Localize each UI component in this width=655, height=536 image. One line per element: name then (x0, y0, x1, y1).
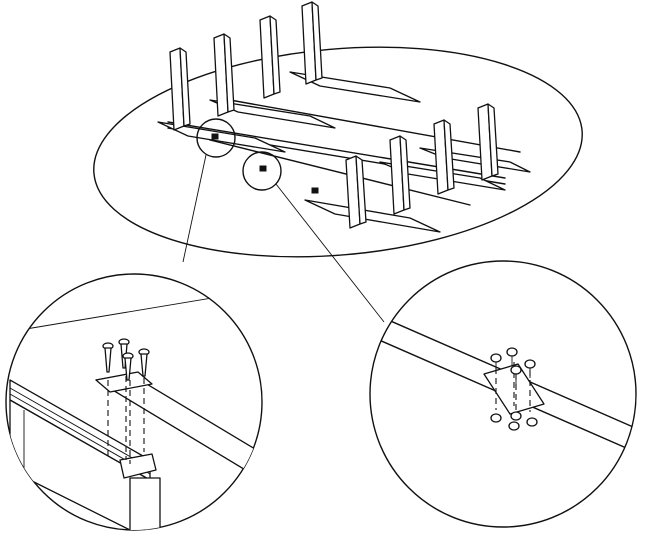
frame-beams (167, 99, 521, 206)
alignment-lines-right (495, 362, 531, 416)
screw-icon (102, 342, 114, 373)
leader-lines (182, 154, 385, 323)
rail-profile-left (9, 379, 161, 530)
bolts-right (490, 347, 536, 384)
tabletop-outline (93, 46, 583, 258)
screw-icon (138, 348, 150, 377)
joint-plate-right (483, 363, 545, 415)
callout-circle-right (242, 151, 282, 191)
screws-left (102, 338, 150, 381)
detail-left-view (5, 273, 263, 531)
leg-1 (169, 47, 191, 131)
mounting-plate-left (95, 371, 153, 393)
bolt-icon (524, 359, 536, 378)
overview-view (93, 1, 583, 258)
screw-icon (122, 352, 134, 381)
upright-legs (169, 1, 499, 229)
joint-blocks (211, 133, 319, 194)
leg-2 (213, 33, 235, 117)
leg-6 (389, 135, 411, 215)
detail-right-view (369, 260, 637, 528)
callout-circle-left (196, 118, 236, 158)
floor-rails (157, 71, 531, 233)
nuts-right (490, 411, 538, 431)
leg-7 (433, 119, 455, 195)
bolt-icon (510, 365, 522, 384)
leg-5 (345, 155, 367, 229)
nut-icon (526, 417, 538, 427)
leg-4 (301, 1, 323, 85)
alignment-lines-left (107, 376, 145, 464)
bolt-icon (490, 353, 502, 372)
leg-3 (259, 15, 281, 99)
detail-right-circle (369, 260, 637, 528)
leg-8 (477, 103, 499, 181)
nut-icon (490, 413, 502, 423)
nut-icon (508, 421, 520, 431)
nut-icon (510, 411, 522, 421)
bolt-icon (506, 347, 518, 366)
